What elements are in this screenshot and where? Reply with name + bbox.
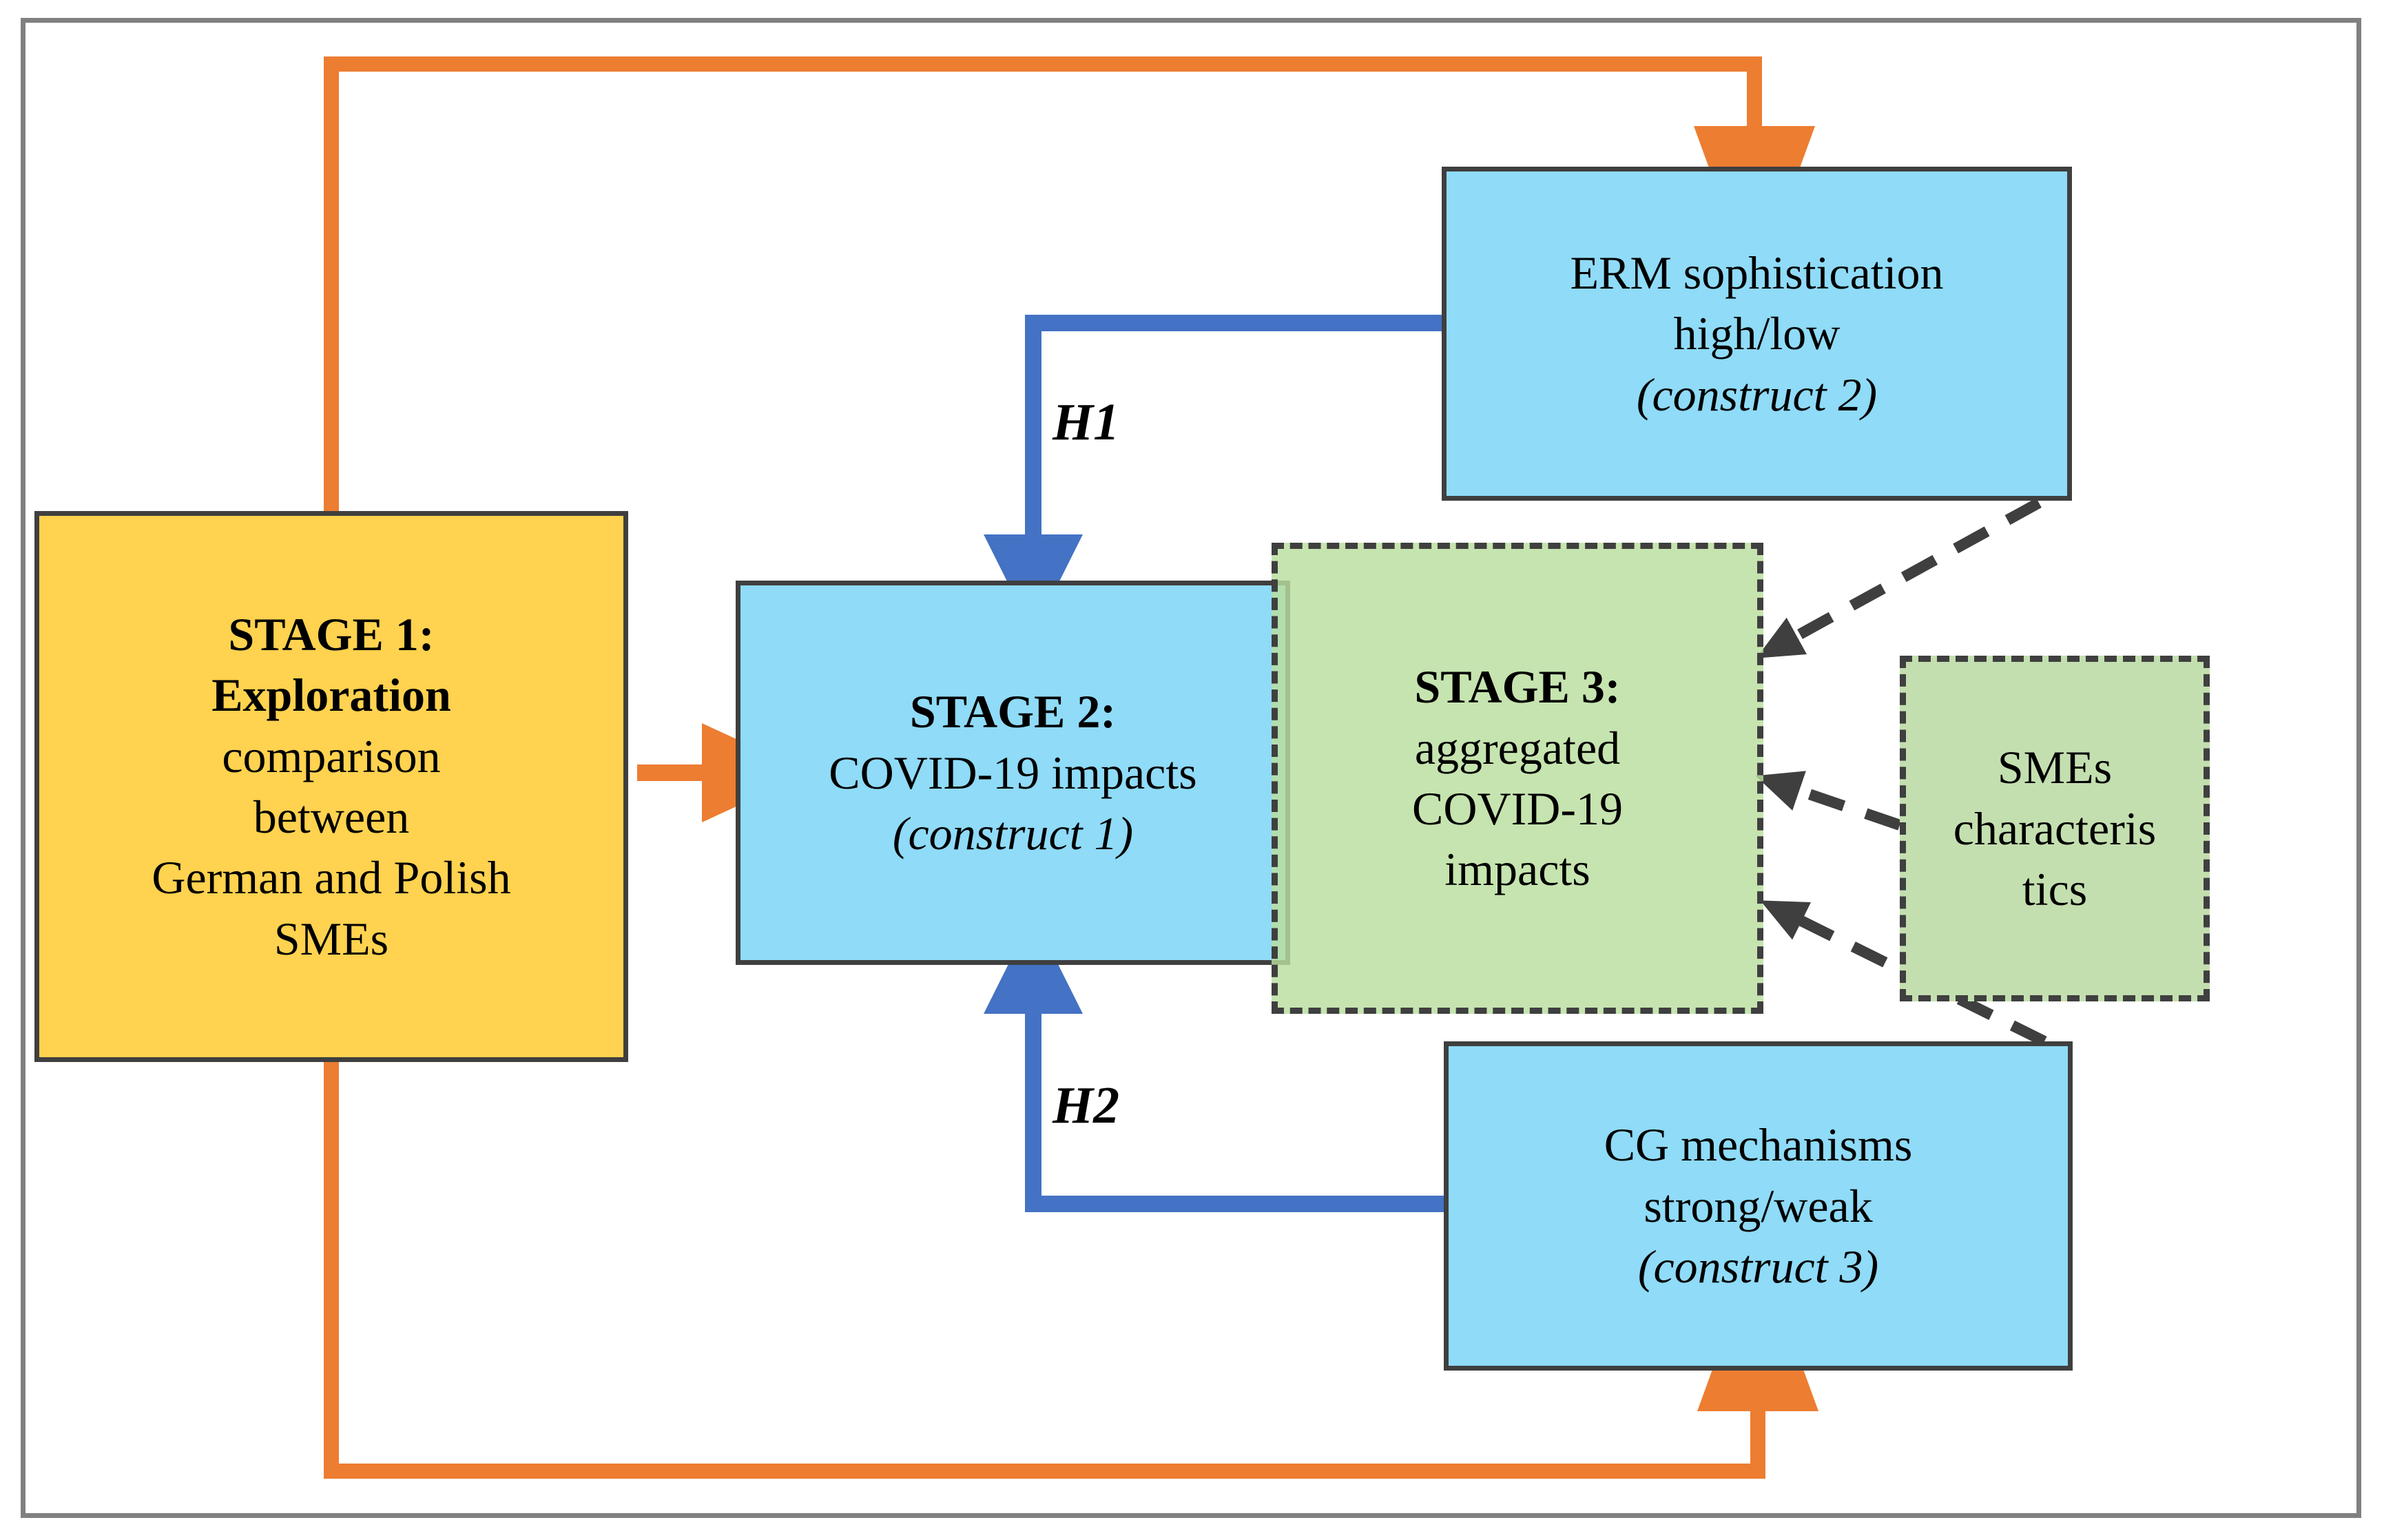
- node-smes-characteristics[interactable]: SMEs characteris tics: [1900, 656, 2210, 1001]
- connector-smes-to-stage3: [1755, 771, 1902, 831]
- stage2-line-2: (construct 1): [892, 807, 1134, 860]
- smes-line-0: SMEs: [1997, 741, 2113, 794]
- smes-line-1: characteris: [1953, 802, 2157, 855]
- cg-line-1: strong/weak: [1644, 1179, 1873, 1232]
- node-erm-sophistication[interactable]: ERM sophistication high/low (construct 2…: [1442, 167, 2072, 501]
- stage3-line-2: COVID-19: [1412, 782, 1623, 835]
- stage1-line-3: between: [253, 791, 410, 843]
- cg-line-2: (construct 3): [1637, 1240, 1879, 1293]
- stage1-line-4: German and Polish: [152, 851, 511, 904]
- node-stage2[interactable]: STAGE 2: COVID-19 impacts (construct 1): [736, 581, 1290, 965]
- hypothesis-label-h1: H1: [1053, 393, 1120, 451]
- stage2-line-1: COVID-19 impacts: [829, 746, 1197, 799]
- stage3-line-3: impacts: [1444, 843, 1590, 896]
- erm-line-2: (construct 2): [1636, 368, 1878, 421]
- node-stage3[interactable]: STAGE 3: aggregated COVID-19 impacts: [1272, 543, 1763, 1014]
- smes-line-2: tics: [2022, 863, 2088, 916]
- connector-stage1-to-erm: [324, 56, 1815, 511]
- cg-line-0: CG mechanisms: [1604, 1118, 1913, 1172]
- stage3-line-1: aggregated: [1414, 721, 1621, 774]
- connector-h2-cg-to-stage2: [984, 915, 1444, 1212]
- stage1-line-0: STAGE 1:: [228, 607, 435, 660]
- erm-line-1: high/low: [1673, 307, 1841, 360]
- connector-erm-to-stage3: [1756, 497, 2042, 658]
- stage2-line-0: STAGE 2:: [909, 685, 1117, 738]
- hypothesis-label-h2: H2: [1053, 1076, 1120, 1134]
- stage1-line-5: SMEs: [273, 912, 389, 965]
- connector-stage1-to-cg: [324, 1062, 1818, 1479]
- stage3-line-0: STAGE 3:: [1414, 660, 1621, 714]
- stage1-line-2: comparison: [222, 729, 441, 782]
- connector-h1-erm-to-stage2: [984, 315, 1442, 634]
- node-stage1[interactable]: STAGE 1: Exploration comparison between …: [34, 511, 628, 1062]
- stage1-line-1: Exploration: [211, 669, 451, 722]
- erm-line-0: ERM sophistication: [1570, 246, 1944, 299]
- node-cg-mechanisms[interactable]: CG mechanisms strong/weak (construct 3): [1444, 1041, 2073, 1371]
